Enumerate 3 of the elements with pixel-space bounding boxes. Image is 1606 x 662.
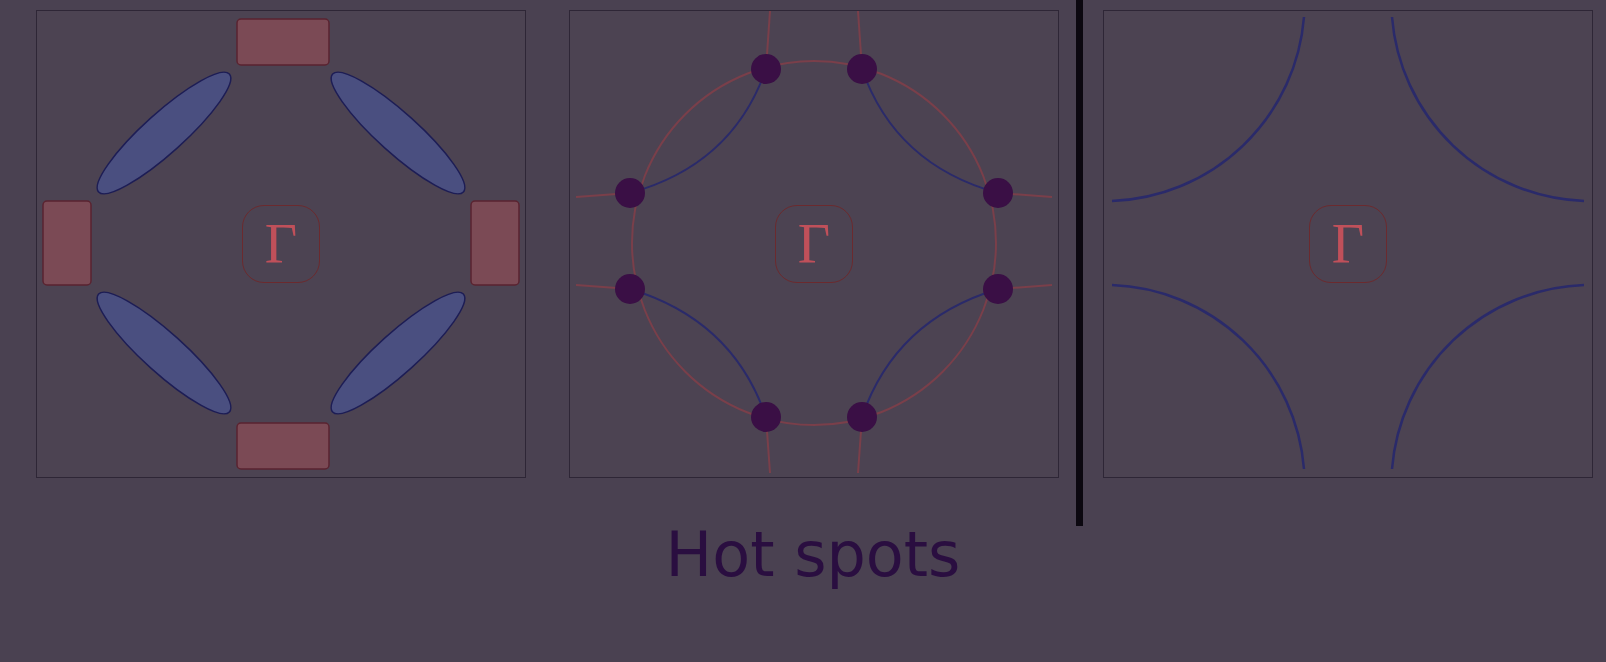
gamma-point-label: Γ: [242, 205, 320, 283]
gamma-point-label: Γ: [775, 205, 853, 283]
gamma-point-label: Γ: [1309, 205, 1387, 283]
